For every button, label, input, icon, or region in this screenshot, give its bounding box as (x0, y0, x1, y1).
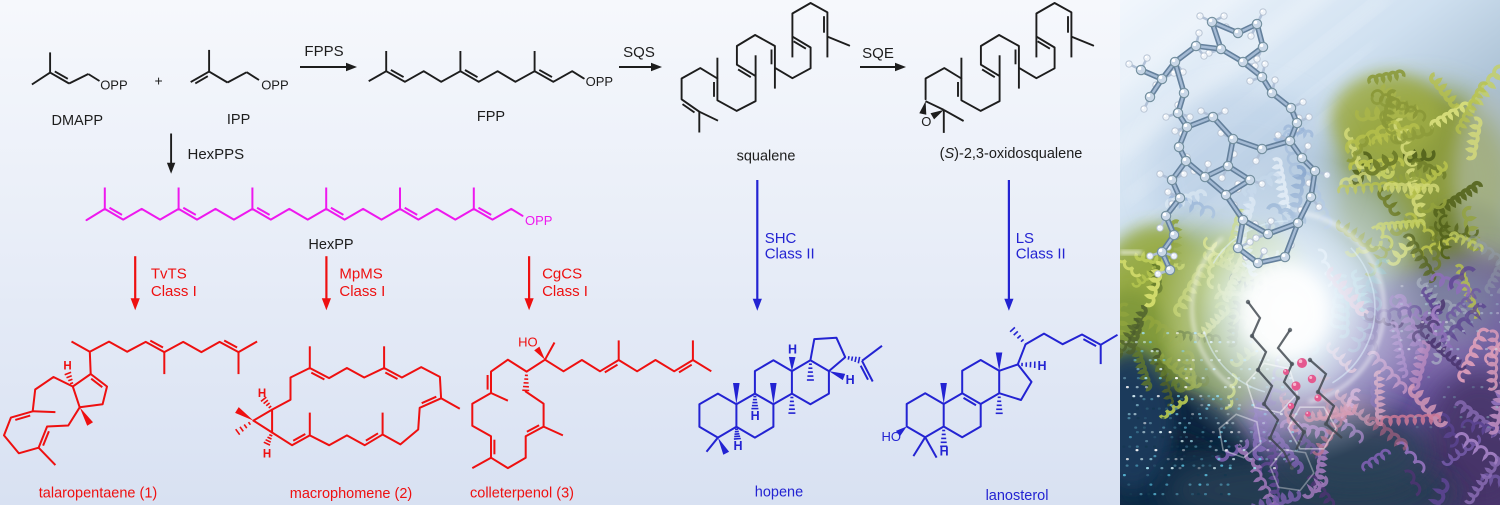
svg-text:squalene: squalene (737, 149, 796, 165)
svg-text:HO: HO (518, 334, 538, 349)
svg-text:FPPS: FPPS (304, 43, 343, 60)
svg-text:IPP: IPP (227, 112, 250, 128)
svg-text:H: H (1038, 359, 1047, 373)
svg-text:FPP: FPP (477, 109, 505, 125)
svg-text:H: H (751, 409, 760, 423)
svg-text:Class II: Class II (765, 246, 815, 263)
svg-text:OPP: OPP (586, 74, 613, 89)
svg-text:+: + (155, 73, 163, 89)
svg-text:Class II: Class II (1016, 246, 1066, 263)
svg-text:OPP: OPP (100, 78, 127, 93)
svg-text:H: H (733, 439, 742, 453)
svg-text:HexPP: HexPP (308, 237, 353, 253)
svg-text:talaropentaene (1): talaropentaene (1) (39, 486, 158, 502)
svg-text:H: H (263, 449, 271, 461)
svg-text:SQS: SQS (623, 44, 655, 61)
svg-text:SQE: SQE (862, 45, 894, 62)
svg-text:H: H (940, 445, 949, 459)
svg-text:H: H (788, 343, 797, 357)
svg-text:MpMS: MpMS (339, 266, 382, 283)
svg-text:lanosterol: lanosterol (986, 488, 1049, 504)
svg-text:DMAPP: DMAPP (52, 113, 104, 129)
svg-text:macrophomene (2): macrophomene (2) (290, 486, 413, 502)
svg-text:HexPPS: HexPPS (188, 146, 245, 163)
svg-text:Class I: Class I (151, 283, 197, 300)
svg-text:CgCS: CgCS (542, 266, 582, 283)
svg-text:OPP: OPP (525, 213, 552, 228)
svg-text:O: O (921, 114, 931, 129)
svg-text:SHC: SHC (765, 230, 797, 247)
svg-text:OPP: OPP (261, 78, 288, 93)
svg-text:Class I: Class I (339, 283, 385, 300)
svg-text:HO: HO (882, 429, 902, 444)
svg-text:hopene: hopene (755, 485, 803, 501)
svg-text:LS: LS (1016, 230, 1034, 247)
svg-text:colleterpenol (3): colleterpenol (3) (470, 486, 574, 502)
svg-text:H: H (63, 361, 71, 373)
svg-text:TvTS: TvTS (151, 266, 187, 283)
svg-text:(S)-2,3-oxidosqualene: (S)-2,3-oxidosqualene (940, 146, 1083, 162)
svg-text:H: H (258, 388, 266, 400)
svg-text:Class I: Class I (542, 283, 588, 300)
svg-text:H: H (846, 373, 855, 387)
